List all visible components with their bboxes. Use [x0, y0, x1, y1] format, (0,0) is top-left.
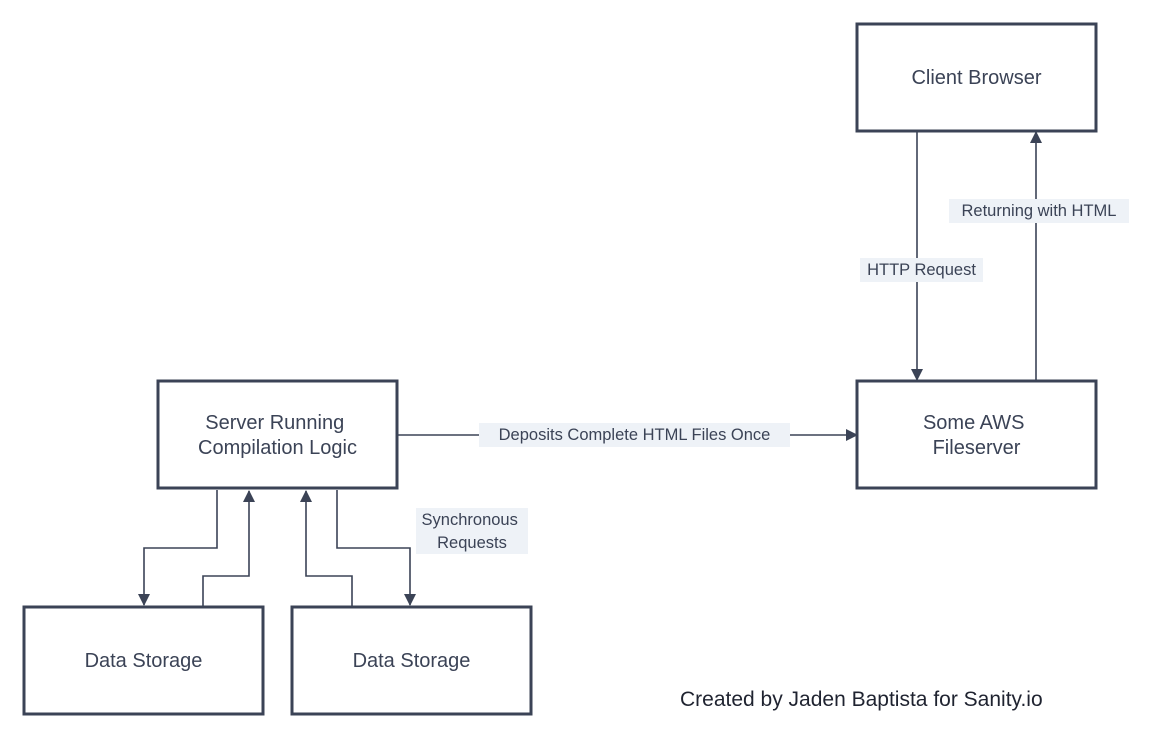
- node-data-storage-2: Data Storage: [290, 605, 533, 716]
- edge-label-http-request: HTTP Request: [860, 258, 983, 282]
- edge-storage1-to-server: [202, 490, 255, 606]
- server-to-storage2-arrow: [336, 490, 416, 606]
- server-compilation-box: [156, 379, 399, 490]
- data-storage-2-label-line-1: Data Storage: [353, 650, 471, 672]
- edge-label-deposits: Deposits Complete HTML Files Once: [479, 423, 790, 447]
- server-to-storage1-arrow: [138, 490, 218, 606]
- client-browser-box: [855, 22, 1098, 133]
- node-aws-fileserver: Some AWS Fileserver: [855, 379, 1098, 490]
- synchronous-label: Synchronous Requests: [422, 511, 523, 552]
- edge-label-synchronous: Synchronous Requests: [416, 508, 528, 554]
- synchronous-label-line-2: Requests: [437, 534, 507, 552]
- edge-server-to-storage2: [336, 490, 416, 606]
- server-compilation-label-line-1: Server Running: [205, 412, 344, 434]
- deposits-label-bg: [479, 423, 790, 447]
- data-storage-1-label: Data Storage: [85, 650, 203, 672]
- http-request-label: HTTP Request: [867, 261, 976, 279]
- synchronous-label-bg: [416, 508, 528, 554]
- aws-fileserver-label: Some AWS Fileserver: [923, 412, 1030, 459]
- node-client-browser: Client Browser: [855, 22, 1098, 133]
- returning-html-label-bg: [949, 199, 1129, 223]
- client-browser-label: Client Browser: [911, 67, 1041, 89]
- returning-html-label: Returning with HTML: [962, 202, 1117, 220]
- node-data-storage-1: Data Storage: [22, 605, 265, 716]
- aws-fileserver-box: [855, 379, 1098, 490]
- node-server-compilation: Server Running Compilation Logic: [156, 379, 399, 490]
- data-storage-1-label-line-1: Data Storage: [85, 650, 203, 672]
- edge-server-to-storage1: [138, 490, 218, 606]
- data-storage-2-label: Data Storage: [353, 650, 471, 672]
- aws-fileserver-label-line-1: Some AWS: [923, 412, 1025, 434]
- data-storage-1-box: [22, 605, 265, 716]
- data-storage-2-box: [290, 605, 533, 716]
- storage1-to-server-arrow: [202, 490, 255, 606]
- credit-text: Created by Jaden Baptista for Sanity.io: [680, 688, 1043, 711]
- server-compilation-label: Server Running Compilation Logic: [198, 412, 357, 459]
- synchronous-label-line-1: Synchronous: [422, 511, 518, 529]
- edge-storage2-to-server: [300, 490, 353, 606]
- edge-label-returning-html: Returning with HTML: [949, 199, 1129, 223]
- aws-fileserver-label-line-2: Fileserver: [933, 437, 1021, 459]
- http-request-label-bg: [860, 258, 983, 282]
- client-browser-label-line-1: Client Browser: [911, 67, 1041, 89]
- returning-html-label-line-1: Returning with HTML: [962, 202, 1117, 220]
- storage2-to-server-arrow: [300, 490, 353, 606]
- http-request-label-line-1: HTTP Request: [867, 261, 976, 279]
- deposits-label-line-1: Deposits Complete HTML Files Once: [499, 426, 771, 444]
- deposits-label: Deposits Complete HTML Files Once: [499, 426, 771, 444]
- server-compilation-label-line-2: Compilation Logic: [198, 437, 357, 459]
